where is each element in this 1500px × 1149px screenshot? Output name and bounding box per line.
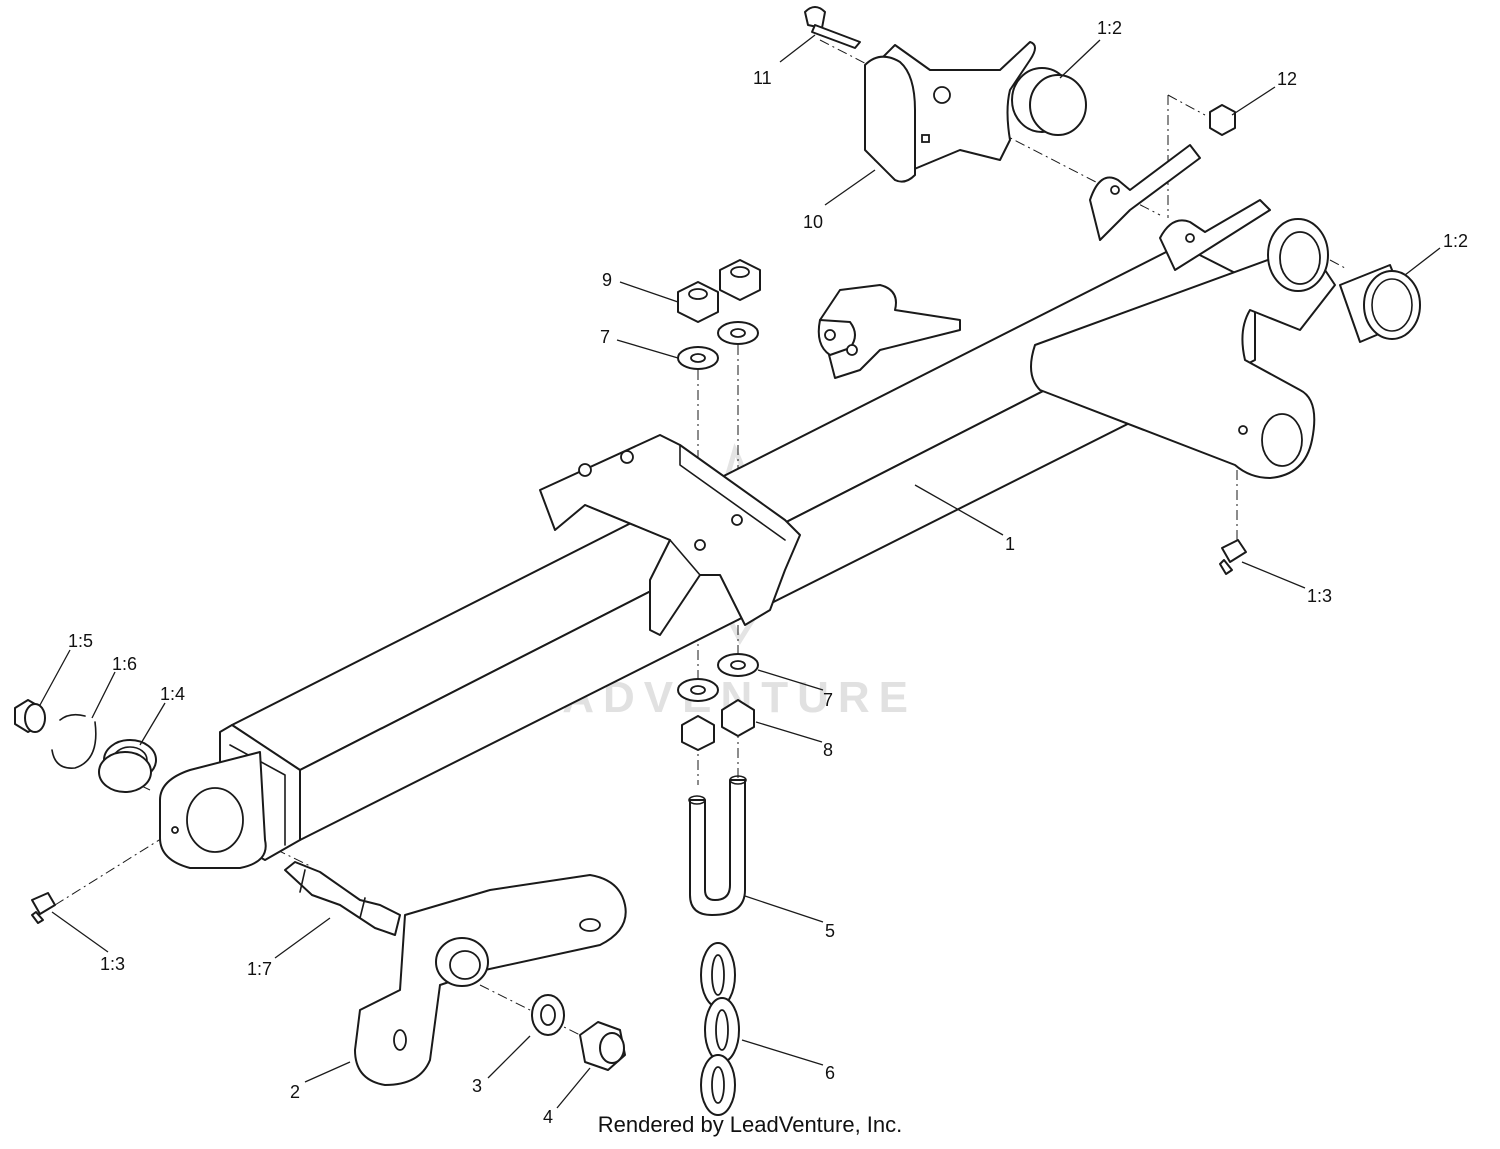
callout-1: 1 bbox=[1005, 534, 1015, 554]
jam-nut bbox=[14, 699, 46, 733]
callout-3: 3 bbox=[472, 1076, 482, 1096]
callout-7-top: 7 bbox=[600, 327, 610, 347]
callout-10: 10 bbox=[803, 212, 823, 232]
callout-1-5: 1:5 bbox=[68, 631, 93, 651]
nut-hitch bbox=[579, 1021, 626, 1071]
bolt bbox=[804, 6, 861, 49]
callout-1-4: 1:4 bbox=[160, 684, 185, 704]
upper-bracket bbox=[817, 284, 961, 379]
callout-1-7: 1:7 bbox=[247, 959, 272, 979]
hitch-pin bbox=[284, 861, 401, 936]
callout-5: 5 bbox=[825, 921, 835, 941]
bearing bbox=[98, 739, 157, 793]
callout-1-3-left: 1:3 bbox=[100, 954, 125, 974]
washer-hitch bbox=[531, 994, 565, 1036]
callout-1-2-right: 1:2 bbox=[1443, 231, 1468, 251]
flange-nut bbox=[1209, 104, 1236, 136]
hitch-plate bbox=[354, 874, 627, 1086]
u-bolt bbox=[688, 775, 747, 916]
rear-mount-plate bbox=[1030, 144, 1336, 479]
callout-4: 4 bbox=[543, 1107, 553, 1127]
callout-9: 9 bbox=[602, 270, 612, 290]
callout-12: 12 bbox=[1277, 69, 1297, 89]
safety-chain bbox=[700, 942, 740, 1116]
jack-bracket bbox=[864, 41, 1087, 183]
washers-top bbox=[677, 321, 759, 370]
callout-7-bottom: 7 bbox=[823, 690, 833, 710]
callout-8: 8 bbox=[823, 740, 833, 760]
leader-lines bbox=[39, 34, 1441, 1109]
lock-nuts-bottom bbox=[681, 699, 755, 751]
lock-nuts-top bbox=[677, 259, 761, 323]
channel-bracket bbox=[539, 434, 801, 636]
callout-1-2-top: 1:2 bbox=[1097, 18, 1122, 38]
grease-fitting-left bbox=[31, 892, 56, 924]
callout-2: 2 bbox=[290, 1082, 300, 1102]
bushing-right bbox=[1339, 264, 1421, 343]
callout-labels: 11 1:2 12 10 1:2 9 7 1 1:3 1:5 1:6 1:4 7… bbox=[68, 18, 1468, 1127]
callout-1-3-right: 1:3 bbox=[1307, 586, 1332, 606]
callout-1-6: 1:6 bbox=[112, 654, 137, 674]
callout-6: 6 bbox=[825, 1063, 835, 1083]
retaining-ring bbox=[51, 713, 97, 769]
washers-bottom bbox=[677, 653, 759, 702]
footer-credit: Rendered by LeadVenture, Inc. bbox=[597, 1112, 903, 1137]
callout-11: 11 bbox=[753, 68, 772, 88]
grease-fitting-right bbox=[1219, 539, 1247, 575]
